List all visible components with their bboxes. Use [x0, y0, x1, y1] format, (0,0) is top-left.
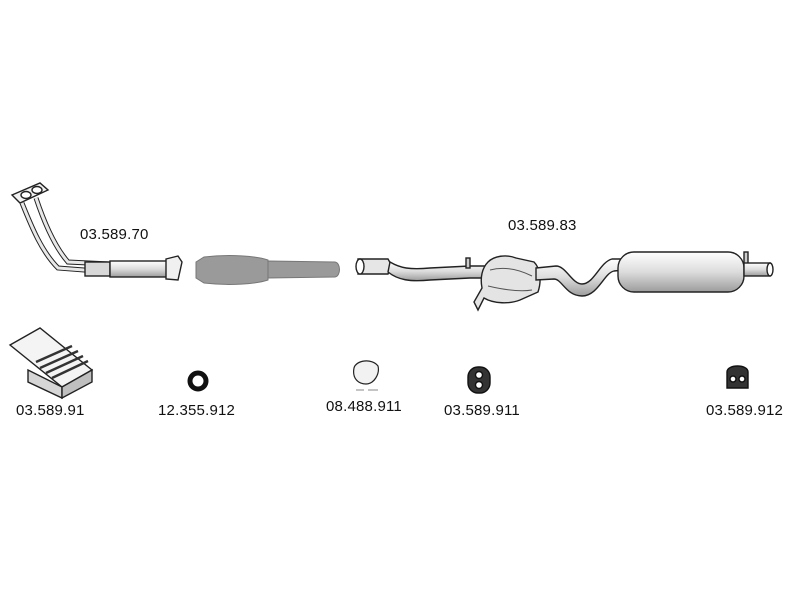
rear-silencer [617, 251, 745, 293]
downpipe-a-inner [20, 202, 111, 274]
label-rear-section: 03.589.83 [508, 217, 577, 234]
hanger-front [467, 366, 491, 394]
label-rubber-mount: 08.488.911 [326, 398, 402, 415]
rubber-mount-body [353, 360, 379, 385]
sealing-ring [187, 370, 209, 392]
downpipe-b-inner [34, 197, 111, 266]
hanger-front-hole-bottom [474, 380, 484, 390]
hanger-rear-hole-left [729, 375, 737, 383]
label-hanger-front: 03.589.911 [444, 402, 520, 419]
tail-pipe-opening [766, 262, 774, 277]
front-pipe [10, 182, 183, 281]
catalyst-outlet [267, 260, 340, 279]
kit-box-contents [35, 344, 89, 380]
front-pipe-straight [109, 260, 169, 278]
catalytic-converter [195, 255, 340, 285]
rear-silencer-hanger [743, 251, 749, 265]
front-pipe-end-flange [165, 255, 183, 281]
rear-inlet-opening [355, 258, 365, 275]
kit-box-side [61, 368, 93, 400]
hanger-rear [726, 365, 749, 389]
label-mounting-kit: 03.589.91 [16, 402, 85, 419]
centre-box-detail [487, 267, 533, 292]
label-front-pipe: 03.589.70 [80, 226, 149, 243]
flange-hole-right [31, 185, 43, 195]
front-pipe-joint [84, 261, 111, 277]
intermediate-pipe [387, 260, 491, 282]
intermediate-hanger-stub [465, 257, 471, 269]
hanger-front-body [467, 366, 491, 394]
centre-box [473, 255, 541, 312]
mounting-kit-box [8, 327, 94, 400]
hanger-front-hole-top [474, 370, 484, 380]
flange-hole-left [20, 190, 32, 200]
rear-section [355, 251, 774, 312]
hanger-rear-hole-right [738, 375, 746, 383]
rubber-mount [353, 360, 379, 391]
tail-pipe [743, 262, 771, 277]
label-sealing-ring: 12.355.912 [158, 402, 236, 419]
rear-connecting-pipe [535, 258, 625, 297]
catalyst-body [195, 255, 269, 285]
label-hanger-rear: 03.589.912 [706, 402, 784, 419]
